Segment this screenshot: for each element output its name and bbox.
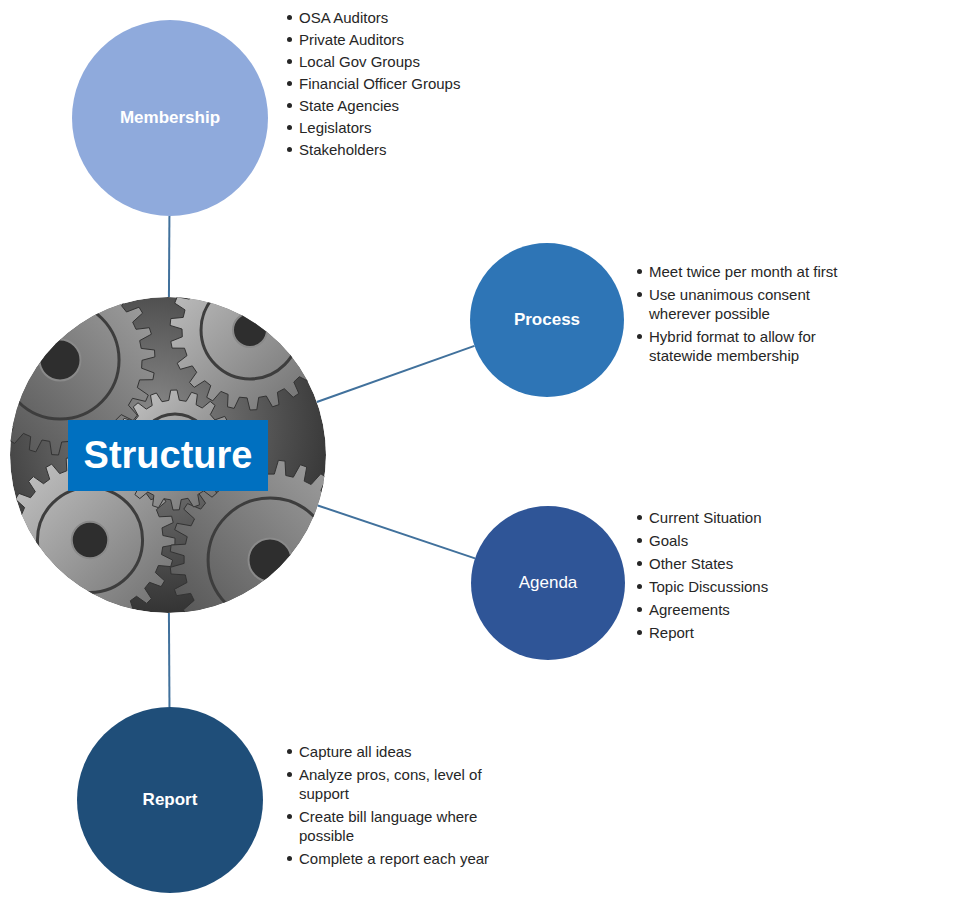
connector-line [318,505,475,558]
gear-hub [233,313,267,347]
bullet-dot [637,292,642,297]
bullet-dot [287,749,292,754]
bullet-item: Financial Officer Groups [287,74,519,93]
bullet-text: Create bill language where possible [299,807,517,845]
agenda-circle: Agenda [471,506,625,660]
gear-teeth [170,250,330,410]
bullet-dot [637,607,642,612]
bullet-dot [287,81,292,86]
circle-label: Membership [120,108,220,128]
bullet-dot [637,269,642,274]
bullet-text: OSA Auditors [299,8,519,27]
bullet-dot [637,334,642,339]
bullet-item: Agreements [637,600,861,619]
bullet-item: Analyze pros, cons, level of support [287,765,517,803]
bullet-item: Local Gov Groups [287,52,519,71]
bullet-item: Legislators [287,118,519,137]
bullet-dot [287,814,292,819]
gears-photo [0,250,370,660]
bullet-item: Topic Discussions [637,577,861,596]
gear-shape [170,250,330,410]
structure-circle: Structure [10,297,326,613]
bullet-text: Topic Discussions [649,577,861,596]
connector-line [168,216,170,297]
bullet-dot [637,538,642,543]
bullet-dot [637,515,642,520]
connector-line [317,346,475,402]
bullet-dot [287,856,292,861]
connector-line [168,613,171,707]
bullet-text: Other States [649,554,861,573]
bullet-item: Capture all ideas [287,742,517,761]
bullet-text: Meet twice per month at first [649,262,861,281]
bullet-dot [287,147,292,152]
bullet-text: Goals [649,531,861,550]
bullet-dot [637,584,642,589]
bullet-item: State Agencies [287,96,519,115]
bullet-text: Analyze pros, cons, level of support [299,765,517,803]
bullet-text: Complete a report each year [299,849,517,868]
bullet-dot [637,630,642,635]
bullet-dot [287,125,292,130]
report-circle: Report [77,707,263,893]
bullet-dot [637,561,642,566]
bullet-item: Current Situation [637,508,861,527]
bullet-text: Current Situation [649,508,861,527]
bullet-text: Hybrid format to allow for statewide mem… [649,327,861,365]
gear-rim [201,281,299,379]
bullet-item: Use unanimous consent wherever possible [637,285,861,323]
bullet-dot [287,103,292,108]
gear-hub [72,522,109,559]
bullet-item: Other States [637,554,861,573]
bullet-item: Meet twice per month at first [637,262,861,281]
circle-label: Report [143,790,198,810]
bullet-text: Financial Officer Groups [299,74,519,93]
bullet-item: Private Auditors [287,30,519,49]
bullet-text: Legislators [299,118,519,137]
bullet-text: Capture all ideas [299,742,517,761]
gear-hub [249,539,292,582]
bullet-text: Local Gov Groups [299,52,519,71]
bullet-item: Create bill language where possible [287,807,517,845]
bullet-item: Goals [637,531,861,550]
bullet-dot [287,15,292,20]
gear-hub [40,340,81,381]
bullet-text: Use unanimous consent wherever possible [649,285,861,323]
bullet-item: OSA Auditors [287,8,519,27]
title-box: Structure [68,420,268,491]
bullet-dot [287,772,292,777]
circle-label: Agenda [519,573,578,593]
gear-rim [208,498,332,622]
bullet-item: Hybrid format to allow for statewide mem… [637,327,861,365]
bullet-text: Agreements [649,600,861,619]
bullet-text: Stakeholders [299,140,519,159]
bullet-text: State Agencies [299,96,519,115]
bullet-dot [287,37,292,42]
membership-circle: Membership [72,20,268,216]
bullet-item: Complete a report each year [287,849,517,868]
bullet-item: Report [637,623,861,642]
bullet-dot [287,59,292,64]
gear-rim [1,301,119,419]
circle-label: Process [514,310,580,330]
bullet-item: Stakeholders [287,140,519,159]
bullet-text: Private Auditors [299,30,519,49]
gear-rim [37,487,142,592]
bullet-text: Report [649,623,861,642]
process-circle: Process [470,243,624,397]
